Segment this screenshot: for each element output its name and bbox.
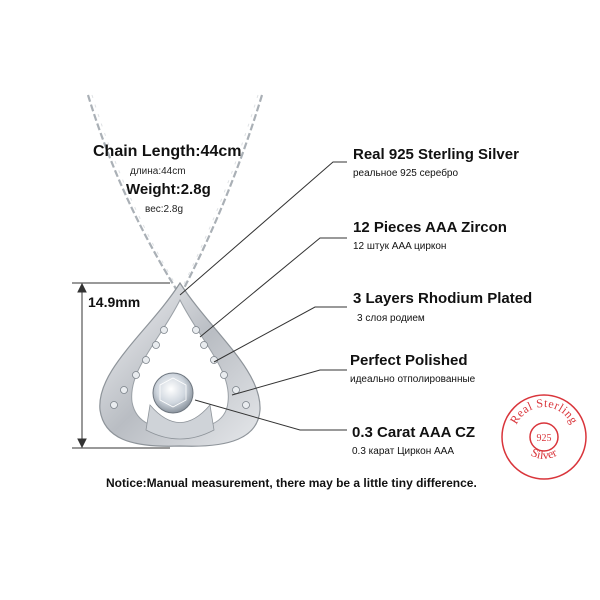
feature-subtitle-2: 12 штук AAA циркон xyxy=(353,241,447,252)
chain-length-label: Chain Length:44cm xyxy=(93,143,242,160)
chain xyxy=(86,94,264,293)
feature-subtitle-5: 0.3 карат Циркон AAA xyxy=(352,446,455,457)
feature-subtitle-3: 3 слоя родием xyxy=(357,313,425,324)
feature-title-5: 0.3 Carat AAA CZ xyxy=(352,424,476,441)
leader-lines xyxy=(179,161,347,431)
seal-number: 925 xyxy=(537,433,552,444)
height-label: 14.9mm xyxy=(88,294,141,310)
feature-title-3: 3 Layers Rhodium Plated xyxy=(353,290,533,307)
feature-subtitle-1: реальное 925 серебро xyxy=(353,168,459,179)
feature-title-1: Real 925 Sterling Silver xyxy=(353,146,519,163)
seal-bottom-text: Silver xyxy=(529,445,559,462)
feature-subtitle-4: идеально отполированные xyxy=(350,374,476,385)
weight-ru-label: вес:2.8g xyxy=(145,204,184,215)
feature-title-4: Perfect Polished xyxy=(350,352,468,369)
pendant xyxy=(99,281,261,447)
chain-length-ru-label: длина:44cm xyxy=(130,166,186,177)
weight-label: Weight:2.8g xyxy=(126,181,211,198)
height-dimension xyxy=(72,282,170,449)
sterling-silver-seal: Real Sterling Silver 925 xyxy=(500,393,588,481)
svg-text:Silver: Silver xyxy=(529,445,559,462)
notice-text: Notice:Manual measurement, there may be … xyxy=(106,476,477,490)
feature-title-2: 12 Pieces AAA Zircon xyxy=(353,219,507,236)
